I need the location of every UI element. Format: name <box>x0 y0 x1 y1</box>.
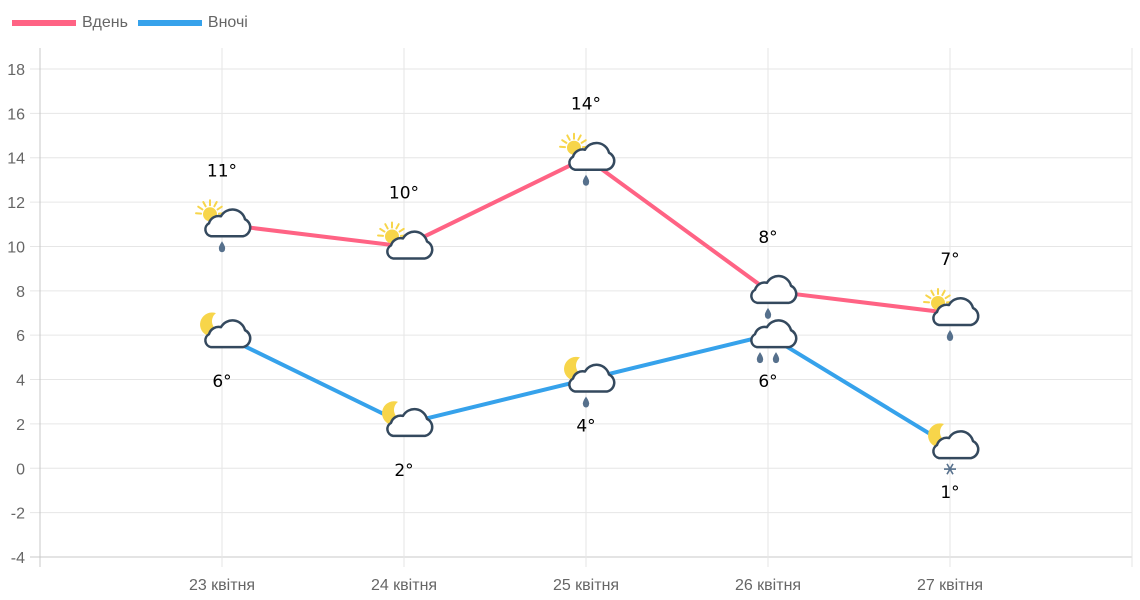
sun-ray <box>566 134 571 141</box>
sun-ray <box>379 227 386 233</box>
axes: 18 16 14 12 10 8 6 4 2 0 -2 -4 23 квітня 24 квітня 25 … <box>7 62 983 594</box>
data-label: 6° <box>758 372 777 392</box>
x-tick-label: 25 квітня <box>553 577 619 594</box>
data-label: 10° <box>389 183 419 203</box>
cloud-icon <box>568 141 616 171</box>
sun-ray <box>925 294 932 300</box>
weather-icon-partly-sunny <box>377 221 434 260</box>
chart-legend: Вдень Вночі <box>12 12 258 34</box>
sun-ray <box>216 205 223 211</box>
weather-icon-partly-sunny-rain <box>923 288 980 341</box>
cloud-icon <box>568 363 616 393</box>
y-tick-label: 10 <box>7 239 25 256</box>
raindrop-icon <box>946 330 954 341</box>
weather-icon-partly-moon <box>382 401 434 438</box>
sun-ray <box>930 289 935 297</box>
data-label: 14° <box>571 95 601 115</box>
data-label: 4° <box>576 417 595 437</box>
cloud-icon <box>750 319 798 349</box>
sun-ray <box>202 200 207 208</box>
sun-ray <box>395 223 400 230</box>
x-tick-label: 23 квітня <box>189 577 255 594</box>
raindrop-icon <box>582 174 590 186</box>
sun-ray <box>213 200 218 208</box>
weather-icon-cloud-heavy-rain <box>750 319 798 364</box>
raindrop-icon <box>772 352 780 364</box>
weather-icon-partly-moon <box>200 312 252 349</box>
raindrop-icon <box>218 241 226 253</box>
point-labels: 11° 10° 14° 8° 7° 6° 2° 4° 6° 1° <box>207 95 960 503</box>
data-label: 8° <box>758 228 777 248</box>
data-label: 1° <box>940 483 959 503</box>
data-label: 7° <box>940 250 959 270</box>
weather-icons <box>195 132 980 475</box>
data-label: 11° <box>207 161 237 181</box>
y-tick-label: -4 <box>11 550 25 567</box>
x-tick-label: 24 квітня <box>371 577 437 594</box>
data-label: 2° <box>394 461 413 481</box>
legend-item-night[interactable]: Вночі <box>137 14 248 32</box>
weather-icon-partly-moon-snow <box>928 423 980 475</box>
sun-ray <box>398 227 405 233</box>
legend-swatch-day <box>12 20 76 26</box>
cloud-icon <box>932 430 980 460</box>
cloud-icon <box>386 230 434 260</box>
snowflake-arm <box>946 463 954 475</box>
sun-ray <box>577 134 582 141</box>
y-tick-label: 4 <box>16 373 25 390</box>
raindrop-icon <box>582 396 590 408</box>
weather-icon-partly-sunny-rain <box>195 199 252 253</box>
legend-label-day: Вдень <box>82 14 128 31</box>
y-tick-label: 8 <box>16 284 25 301</box>
y-tick-label: 2 <box>16 417 25 434</box>
legend-swatch-night <box>137 20 202 26</box>
sun-ray <box>941 289 946 297</box>
x-tick-label: 27 квітня <box>917 577 983 594</box>
cloud-icon <box>750 274 798 305</box>
cloud-icon <box>204 208 252 238</box>
weather-icon-partly-moon-rain <box>564 356 616 408</box>
y-tick-label: -2 <box>11 506 25 523</box>
sun-ray <box>580 139 587 144</box>
y-tick-label: 16 <box>7 106 25 123</box>
data-label: 6° <box>212 372 231 392</box>
snowflake-icon <box>944 463 956 475</box>
x-tick-label: 26 квітня <box>735 577 801 594</box>
cloud-icon <box>932 296 980 327</box>
y-tick-label: 12 <box>7 195 25 212</box>
sun-ray <box>944 294 951 300</box>
y-tick-label: 18 <box>7 62 25 79</box>
raindrop-icon <box>756 352 764 364</box>
legend-item-day[interactable]: Вдень <box>12 14 128 32</box>
cloud-icon <box>386 407 434 438</box>
cloud-icon <box>204 319 252 349</box>
y-tick-label: 0 <box>16 461 25 478</box>
sun-ray <box>197 205 204 211</box>
y-tick-label: 14 <box>7 151 25 168</box>
sun-ray <box>384 223 389 230</box>
weather-icon-partly-sunny-rain <box>559 132 616 186</box>
weather-icon-cloud-rain <box>750 274 798 319</box>
y-tick-label: 6 <box>16 328 25 345</box>
sun-ray <box>561 139 568 144</box>
legend-label-night: Вночі <box>207 14 248 31</box>
raindrop-icon <box>764 307 772 319</box>
